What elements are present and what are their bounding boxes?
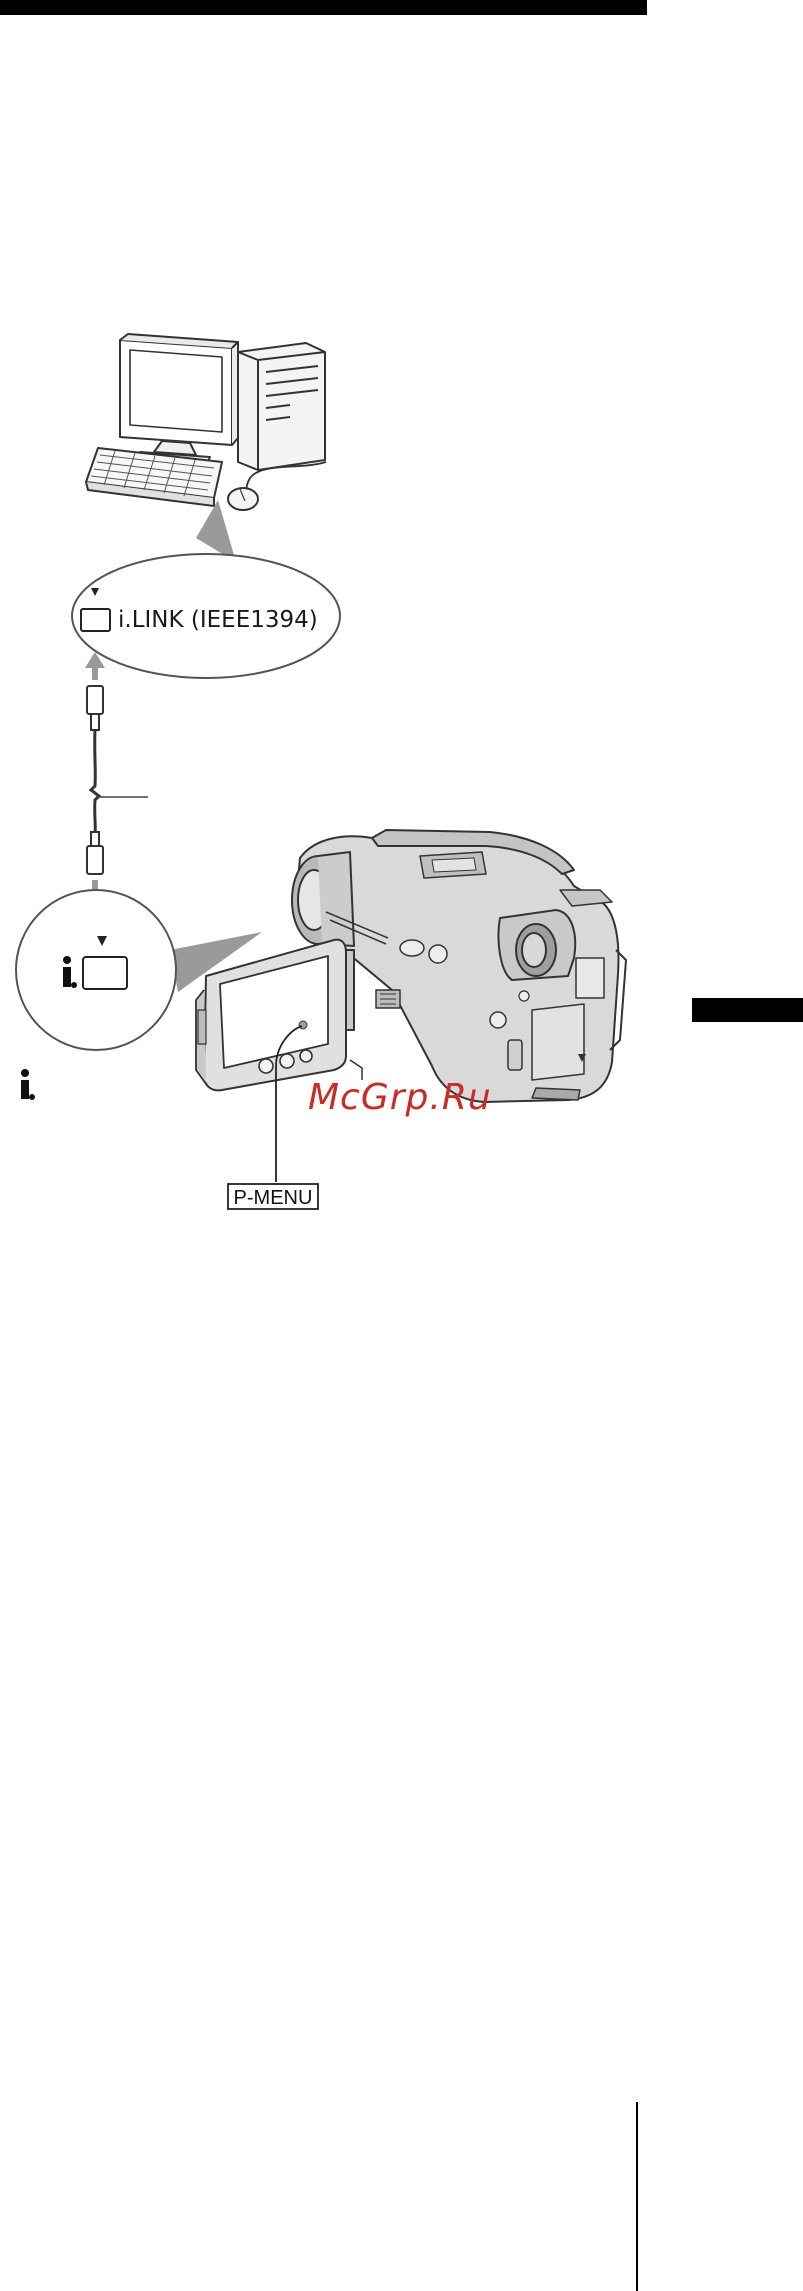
watermark-text: McGrp.Ru <box>308 1080 492 1116</box>
ilink-cable <box>85 652 148 906</box>
computer-illustration <box>86 334 326 510</box>
computer-port-callout: i.LINK (IEEE1394) <box>72 500 340 678</box>
dv-port-icon <box>81 609 110 631</box>
p-menu-button-label: P-MENU <box>234 1187 313 1209</box>
computer-port-label: i.LINK (IEEE1394) <box>118 607 318 633</box>
dv-port-icon <box>83 957 127 989</box>
ilink-logo-icon <box>21 1069 35 1100</box>
camcorder-illustration <box>196 830 626 1102</box>
